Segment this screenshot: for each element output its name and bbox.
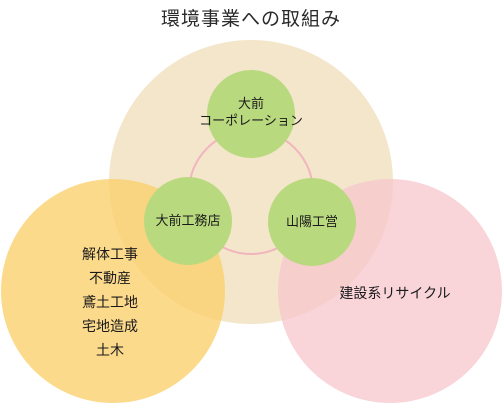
top-company-label: 大前 コーポレーション (191, 96, 311, 130)
top-company-line1: 大前 (237, 97, 264, 112)
top-company-circle (207, 70, 295, 158)
diagram-title: 環境事業への取組み (160, 8, 341, 30)
right-company-circle (268, 178, 356, 266)
left-field-item: 解体工事 (82, 247, 138, 263)
right-company-label: 山陽工営 (285, 215, 338, 230)
left-field-item: 宅地造成 (82, 319, 138, 335)
top-company-line2: コーポレーション (199, 114, 303, 129)
right-field-label: 建設系リサイクル (339, 286, 451, 302)
left-company-label: 大前工務店 (155, 214, 221, 229)
left-field-item: 鳶土工地 (82, 295, 138, 311)
left-field-list: 解体工事 不動産 鳶土工地 宅地造成 土木 (60, 243, 160, 363)
left-company-circle (144, 177, 232, 265)
left-field-item: 土木 (96, 343, 124, 359)
left-field-item: 不動産 (89, 271, 131, 287)
